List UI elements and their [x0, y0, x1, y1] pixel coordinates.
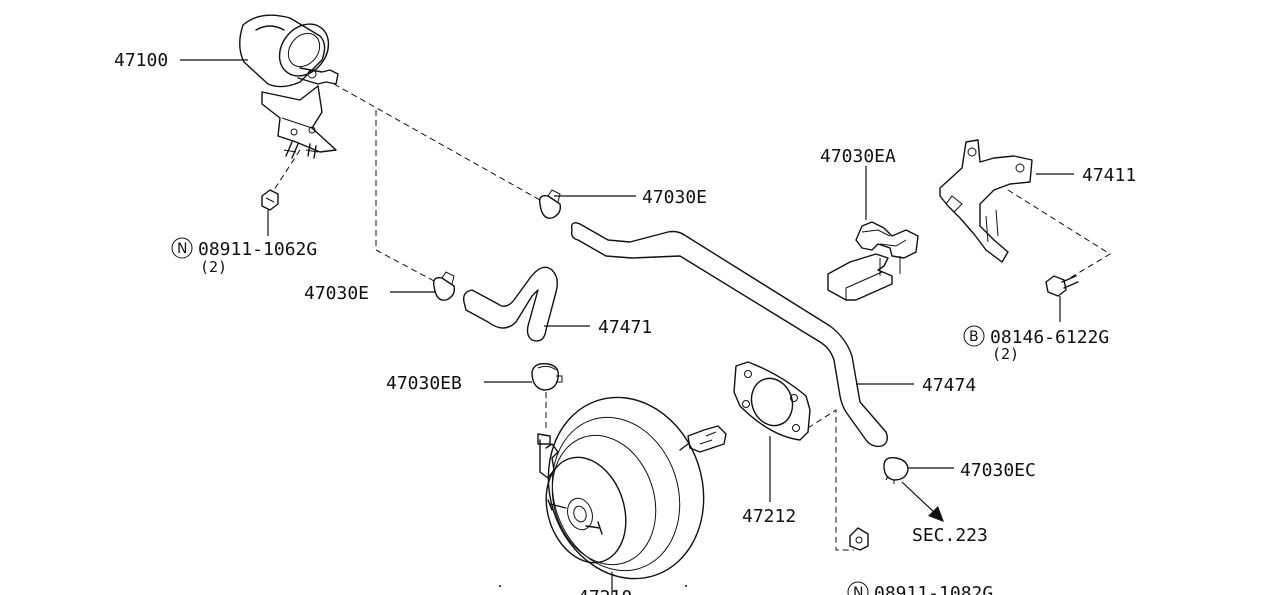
part-label-47212: 47212 — [742, 506, 796, 527]
hose-clamp-icon — [432, 271, 456, 301]
part-label-47030ea: 47030EA — [820, 146, 896, 167]
nut-callout-circle — [171, 237, 193, 259]
nut-icon — [849, 527, 869, 551]
part-label-47474: 47474 — [922, 375, 976, 396]
part-label-47030eb: 47030EB — [386, 373, 462, 394]
part-label-47471: 47471 — [598, 317, 652, 338]
brake-booster-icon — [537, 396, 727, 580]
section-arrow-line — [901, 481, 937, 515]
nut-bottom-part-number: 08911-1082G — [874, 583, 993, 595]
part-label-47210: 47210 — [578, 587, 632, 595]
part-label-47030e-top: 47030E — [642, 187, 707, 208]
hose-clamp-icon — [531, 362, 563, 391]
bolt-callout-circle — [963, 325, 985, 347]
bracket-47411-icon — [939, 139, 1033, 263]
leader-lines — [180, 59, 1074, 595]
part-label-47411: 47411 — [1082, 165, 1136, 186]
nut-quantity: (2) — [200, 258, 227, 276]
vacuum-tank-icon — [239, 14, 339, 88]
arrow-head-icon — [928, 506, 944, 522]
bracket-clip-icon — [827, 221, 919, 301]
nut-bottom-callout-circle — [847, 581, 869, 595]
vacuum-hose-short-icon — [462, 266, 559, 342]
nut-callout-letter: N — [177, 241, 187, 257]
vacuum-hose-long-icon — [570, 222, 889, 448]
speck — [499, 585, 501, 587]
hose-clamp-icon — [883, 456, 909, 484]
hose-clamp-icon — [538, 189, 562, 219]
tank-bracket-icon — [261, 85, 337, 159]
nut-icon — [261, 189, 279, 211]
part-label-47030ec: 47030EC — [960, 460, 1036, 481]
bolt-callout-letter: B — [969, 329, 979, 345]
part-label-47030e-left: 47030E — [304, 283, 369, 304]
gasket-icon — [733, 361, 811, 441]
speck — [685, 585, 687, 587]
bolt-icon — [1045, 275, 1079, 297]
bolt-quantity: (2) — [992, 345, 1019, 363]
bolt-part-number: 08146-6122G — [990, 327, 1109, 348]
nut-part-number: 08911-1062G — [198, 239, 317, 260]
part-label-47100: 47100 — [114, 50, 168, 71]
section-reference-label: SEC.223 — [912, 525, 988, 546]
nut-bottom-callout-letter: N — [853, 585, 863, 595]
